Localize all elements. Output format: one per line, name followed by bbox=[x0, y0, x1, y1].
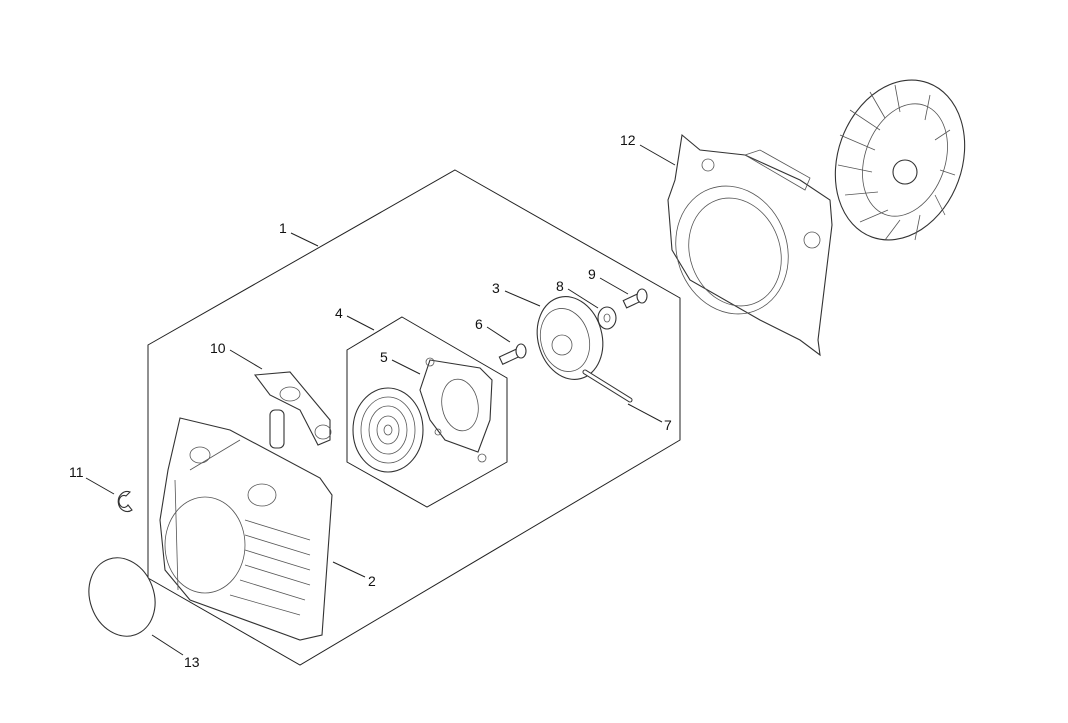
assembly-box-4 bbox=[346, 316, 508, 508]
callout-12: 12 bbox=[620, 132, 636, 148]
spring-cover-part bbox=[419, 357, 493, 463]
callout-8: 8 bbox=[556, 278, 564, 294]
fan-housing-part bbox=[667, 133, 833, 357]
rope-rotor-part bbox=[536, 296, 604, 380]
callout-4: 4 bbox=[335, 305, 343, 321]
callout-9: 9 bbox=[588, 266, 596, 282]
leader-lines bbox=[85, 144, 676, 656]
callout-1: 1 bbox=[279, 220, 287, 236]
flywheel-part bbox=[834, 79, 966, 241]
starter-grip-part bbox=[253, 371, 332, 449]
rewind-spring-part bbox=[352, 387, 424, 473]
callout-3: 3 bbox=[492, 280, 500, 296]
callout-13: 13 bbox=[184, 654, 200, 670]
screw-9-part bbox=[622, 288, 648, 309]
callout-10: 10 bbox=[210, 340, 226, 356]
starter-housing-part bbox=[159, 417, 333, 641]
callout-7: 7 bbox=[664, 417, 672, 433]
air-screen-part bbox=[88, 557, 156, 637]
screw-6-part bbox=[498, 343, 527, 366]
callout-5: 5 bbox=[380, 349, 388, 365]
callout-11: 11 bbox=[69, 464, 84, 480]
clip-part bbox=[117, 490, 133, 513]
assembly-box-1 bbox=[147, 169, 681, 666]
callout-2: 2 bbox=[368, 573, 376, 589]
washer-part bbox=[597, 306, 617, 330]
callout-6: 6 bbox=[475, 316, 483, 332]
